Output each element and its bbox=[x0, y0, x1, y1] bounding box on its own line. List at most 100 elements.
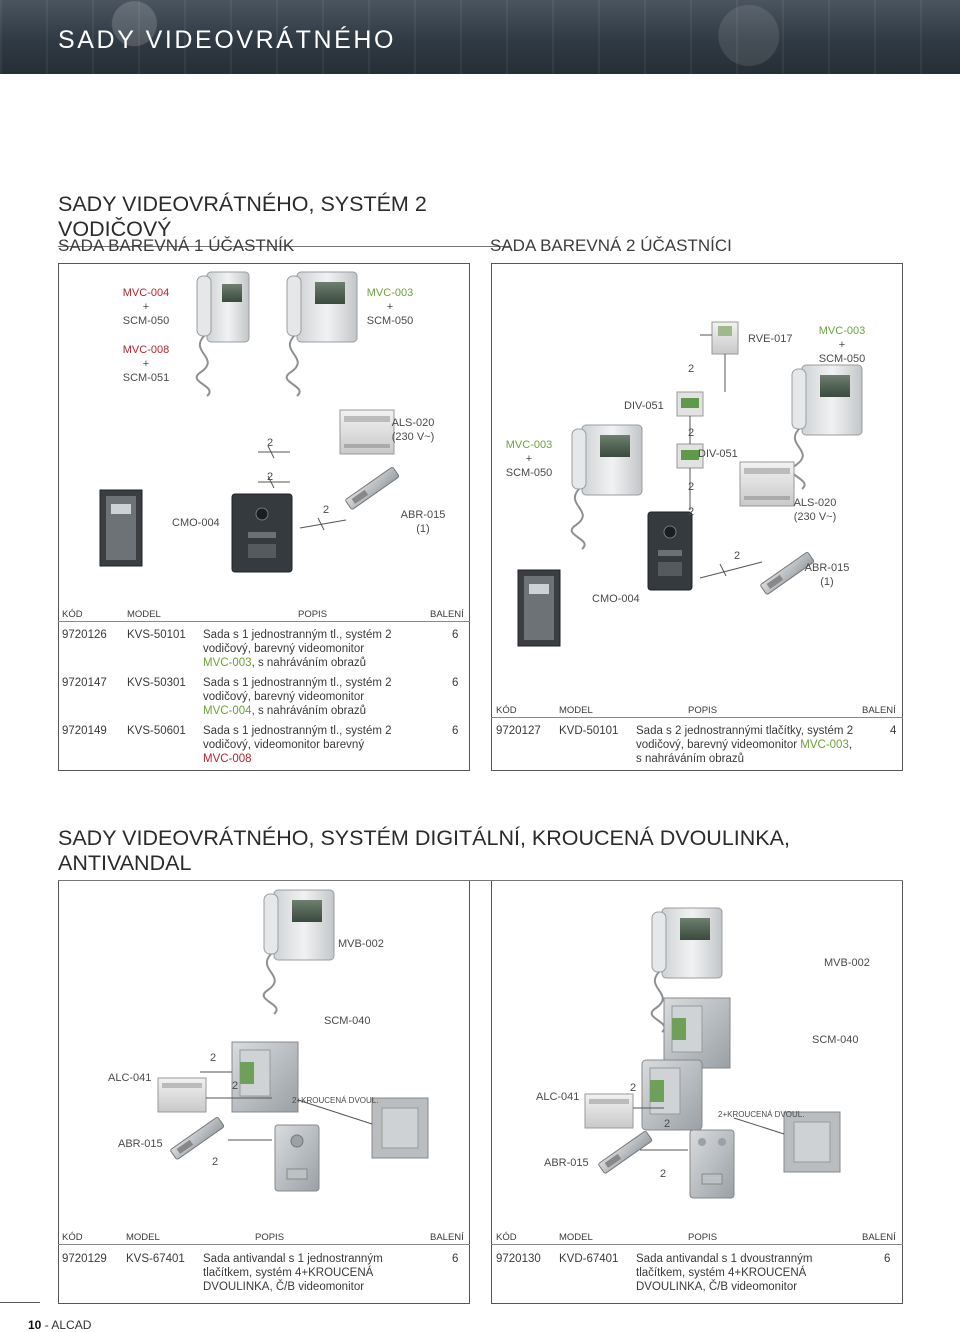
row-model: KVS-50101 bbox=[127, 629, 186, 641]
row-desc-line3: DVOULINKA, Č/B videomonitor bbox=[636, 1281, 798, 1293]
label-abr-015-right: ABR-015 (1) bbox=[798, 561, 856, 589]
label-monitor-b: MVC-008 + SCM-051 bbox=[114, 343, 178, 385]
row-desc-line2: vodičový, videomonitor barevný bbox=[203, 739, 365, 751]
label-cmo-004-right: CMO-004 bbox=[592, 593, 640, 605]
row-desc-rest: , s nahráváním obrazů bbox=[251, 705, 366, 717]
label-alc-041-right: ALC-041 bbox=[536, 1091, 580, 1103]
label-plus: + bbox=[142, 358, 150, 370]
row-code: 9720129 bbox=[62, 1253, 107, 1265]
row-model: KVD-50101 bbox=[559, 725, 619, 737]
col-header-code: KÓD bbox=[496, 705, 517, 716]
col-header-qty: BALENÍ bbox=[862, 1232, 896, 1243]
wire-count: 2 bbox=[210, 1052, 217, 1064]
table-divider bbox=[491, 1244, 903, 1245]
row-desc: Sada antivandal s 1 jednostranným tlačít… bbox=[203, 1252, 433, 1294]
row-code: 9720149 bbox=[62, 725, 107, 737]
row-desc: Sada s 1 jednostranným tl., systém 2 vod… bbox=[203, 724, 433, 766]
row-qty: 6 bbox=[452, 677, 459, 689]
page-number: 10 bbox=[28, 1318, 42, 1332]
row-desc: Sada s 2 jednostrannými tlačítky, systém… bbox=[636, 724, 876, 766]
label-div-051-top: DIV-051 bbox=[624, 400, 664, 412]
table-divider bbox=[58, 1244, 470, 1245]
row-desc: Sada s 1 jednostranným tl., systém 2 vod… bbox=[203, 628, 433, 670]
label-scm-051: SCM-051 bbox=[122, 372, 170, 384]
label-plus: + bbox=[142, 301, 150, 313]
col-header-desc: POPIS bbox=[688, 705, 718, 716]
footer-rule bbox=[0, 1302, 40, 1303]
row-model: KVS-50301 bbox=[127, 677, 186, 689]
wire-count: 2 bbox=[323, 504, 330, 516]
label-monitor-right-a: MVC-003 + SCM-050 bbox=[810, 324, 874, 366]
row-qty: 6 bbox=[884, 1253, 891, 1265]
wire-count: 2 bbox=[232, 1080, 239, 1092]
label-als: ALS-020 bbox=[391, 417, 435, 429]
label-rve-017: RVE-017 bbox=[748, 333, 793, 345]
label-cmo-004: CMO-004 bbox=[172, 517, 220, 529]
wire-count: 2 bbox=[267, 437, 274, 449]
label-voltage: (230 V~) bbox=[793, 511, 837, 523]
label-alc-041: ALC-041 bbox=[108, 1072, 152, 1084]
row-desc-rest: , s nahráváním obrazů bbox=[251, 657, 366, 669]
col-header-model: MODEL bbox=[126, 1232, 160, 1243]
row-desc-model: MVC-008 bbox=[203, 753, 252, 765]
label-mvc-004: MVC-004 bbox=[122, 287, 170, 299]
footer-brand: - ALCAD bbox=[44, 1318, 92, 1332]
col-header-desc: POPIS bbox=[255, 1232, 285, 1243]
row-desc-line2: tlačítkem, systém 4+KROUCENÁ bbox=[636, 1267, 807, 1279]
label-monitor-right-b: MVC-003 + SCM-050 bbox=[497, 438, 561, 480]
row-desc-line2: vodičový, barevný videomonitor bbox=[203, 691, 365, 703]
kit-2-participants-box bbox=[491, 263, 903, 771]
row-code: 9720147 bbox=[62, 677, 107, 689]
label-plus: + bbox=[838, 339, 846, 351]
col-header-desc: POPIS bbox=[298, 609, 328, 620]
label-scm-040-right: SCM-040 bbox=[812, 1034, 859, 1046]
col-header-qty: BALENÍ bbox=[430, 609, 464, 620]
label-abr-015-right: ABR-015 bbox=[544, 1157, 589, 1169]
label-voltage: (230 V~) bbox=[391, 431, 435, 443]
table-divider bbox=[58, 621, 470, 622]
row-code: 9720127 bbox=[496, 725, 541, 737]
header-title: SADY VIDEOVRÁTNÉHO bbox=[58, 26, 397, 54]
wire-count: 2 bbox=[267, 471, 274, 483]
row-desc-line1: Sada s 1 jednostranným tl., systém 2 bbox=[203, 725, 392, 737]
col-header-model: MODEL bbox=[127, 609, 161, 620]
label-twisted-pair-right: 2+KROUCENÁ DVOUL. bbox=[718, 1110, 805, 1119]
label-als: ALS-020 bbox=[793, 497, 837, 509]
row-desc-line2: tlačítkem, systém 4+KROUCENÁ bbox=[203, 1267, 374, 1279]
label-abr-015: ABR-015 (1) bbox=[394, 508, 452, 536]
label-monitor-c: MVC-003 + SCM-050 bbox=[358, 286, 422, 328]
col-header-qty: BALENÍ bbox=[862, 705, 896, 716]
wire-count: 2 bbox=[688, 427, 695, 439]
row-desc-line1: Sada s 1 jednostranným tl., systém 2 bbox=[203, 629, 392, 641]
row-model: KVS-67401 bbox=[126, 1253, 185, 1265]
label-mvb-002: MVB-002 bbox=[338, 938, 384, 950]
label-mvb-002-right: MVB-002 bbox=[824, 957, 870, 969]
row-desc-line1: Sada antivandal s 1 dvoustranným bbox=[636, 1253, 813, 1265]
label-scm-050: SCM-050 bbox=[505, 467, 553, 479]
row-desc-line3: s nahráváním obrazů bbox=[636, 753, 745, 765]
row-qty: 6 bbox=[452, 725, 459, 737]
wire-count: 2 bbox=[688, 363, 695, 375]
row-desc-model: MVC-003 bbox=[203, 657, 252, 669]
label-mvc-008: MVC-008 bbox=[122, 344, 170, 356]
row-qty: 6 bbox=[452, 629, 459, 641]
row-desc-line2: vodičový, barevný videomonitor bbox=[203, 643, 365, 655]
label-abr-count: (1) bbox=[820, 576, 834, 588]
row-model: KVS-50601 bbox=[127, 725, 186, 737]
section1-title: SADY VIDEOVRÁTNÉHO, SYSTÉM 2 VODIČOVÝ bbox=[58, 192, 510, 247]
row-qty: 4 bbox=[890, 725, 897, 737]
page-header: SADY VIDEOVRÁTNÉHO bbox=[0, 0, 960, 74]
wire-count: 2 bbox=[688, 481, 695, 493]
label-als-020-right: ALS-020 (230 V~) bbox=[786, 496, 844, 524]
label-als-020: ALS-020 (230 V~) bbox=[384, 416, 442, 444]
label-scm-050: SCM-050 bbox=[818, 353, 866, 365]
label-twisted-pair: 2+KROUCENÁ DVOUL. bbox=[292, 1096, 379, 1105]
row-desc-line2: vodičový, barevný videomonitor bbox=[636, 739, 801, 751]
row-desc-line1: Sada antivandal s 1 jednostranným bbox=[203, 1253, 383, 1265]
label-div-051-mid: DIV-051 bbox=[698, 448, 738, 460]
wire-count: 2 bbox=[734, 550, 741, 562]
row-desc-line3: DVOULINKA, Č/B videomonitor bbox=[203, 1281, 365, 1293]
wire-count: 2 bbox=[664, 1118, 671, 1130]
row-desc-model: MVC-004 bbox=[203, 705, 252, 717]
label-plus: + bbox=[525, 453, 533, 465]
